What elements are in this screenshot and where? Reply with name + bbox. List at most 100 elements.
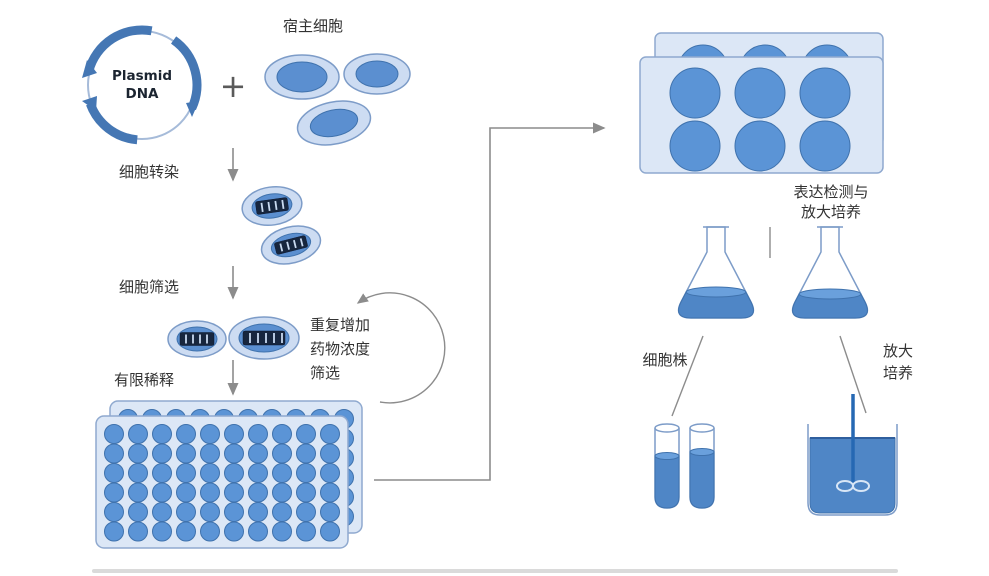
- dna-ladder-icon: [255, 197, 289, 215]
- bioreactor-icon: [807, 394, 898, 516]
- liquid-surface: [798, 288, 862, 300]
- plasmid-arc-arrowhead: [82, 96, 97, 111]
- plus-sign: +: [220, 67, 247, 105]
- plasmid-arc-arrowhead: [82, 60, 97, 78]
- well: [200, 502, 220, 522]
- selected-cell-icon: [167, 320, 227, 358]
- label-screening: 细胞筛选: [119, 278, 179, 296]
- well: [224, 482, 244, 503]
- well: [320, 521, 340, 542]
- well: [248, 502, 268, 522]
- liquid-surface: [689, 448, 715, 456]
- host-cells-group: 宿主细胞: [264, 17, 411, 146]
- flow-line-to-scale-up: [839, 335, 867, 414]
- tube-liquid: [654, 455, 680, 509]
- plasmid-arc-segment: [170, 36, 202, 111]
- well-plate-6-icon: [639, 32, 884, 174]
- well: [320, 463, 340, 483]
- label-expression-line2: 放大培养: [801, 203, 861, 221]
- tube-rim: [689, 423, 715, 433]
- nucleus: [309, 108, 359, 138]
- test-tube-icon: [654, 423, 680, 509]
- well: [296, 482, 316, 503]
- plasmid-dna-icon: Plasmid DNA: [82, 25, 202, 145]
- well: [799, 67, 851, 119]
- well: [296, 443, 316, 464]
- well: [320, 502, 340, 522]
- well: [296, 463, 316, 483]
- plasmid-arc-arrowhead: [186, 101, 199, 117]
- well: [296, 521, 316, 542]
- well: [200, 463, 220, 483]
- label-limited-dilution: 有限稀释: [114, 371, 174, 389]
- well-plate-96-icon: [95, 400, 363, 549]
- liquid-surface: [654, 452, 680, 460]
- well: [128, 502, 148, 522]
- label-host-cells: 宿主细胞: [283, 17, 343, 35]
- label-repeat-line3: 筛选: [310, 364, 340, 382]
- impeller-icon: [852, 480, 870, 492]
- label-transfection: 细胞转染: [119, 163, 179, 181]
- loop-arrow-icon: [356, 292, 446, 404]
- well: [224, 463, 244, 483]
- well: [200, 521, 220, 542]
- well: [272, 443, 292, 464]
- well: [104, 482, 124, 503]
- well: [224, 502, 244, 522]
- well: [176, 463, 196, 483]
- test-tube-icon: [689, 423, 715, 509]
- well: [734, 67, 786, 119]
- well: [128, 482, 148, 503]
- well: [320, 443, 340, 464]
- well: [176, 521, 196, 542]
- well: [128, 463, 148, 483]
- nucleus: [276, 61, 328, 93]
- well: [272, 502, 292, 522]
- well: [296, 424, 316, 444]
- host-cell-icon: [343, 53, 411, 95]
- label-repeat-line1: 重复增加: [310, 316, 370, 334]
- label-cell-strain: 细胞株: [642, 351, 687, 369]
- selected-cells-group: [167, 316, 300, 360]
- well: [272, 463, 292, 483]
- label-expression-line1: 表达检测与: [793, 183, 868, 201]
- well: [104, 463, 124, 483]
- host-cell-icon: [296, 100, 372, 146]
- well: [152, 482, 172, 503]
- well: [734, 120, 786, 172]
- well: [320, 424, 340, 444]
- plate-front-wells: [669, 67, 851, 172]
- dna-ladder-icon: [179, 332, 215, 346]
- well: [296, 502, 316, 522]
- well: [272, 521, 292, 542]
- well: [176, 424, 196, 444]
- selected-cell-icon: [228, 316, 300, 360]
- well: [104, 502, 124, 522]
- well: [128, 443, 148, 464]
- well: [176, 443, 196, 464]
- well: [152, 443, 172, 464]
- well: [248, 424, 268, 444]
- well: [200, 443, 220, 464]
- plasmid-arc-segment: [84, 25, 153, 73]
- host-cell-icon: [264, 54, 340, 100]
- flask-liquid: [678, 291, 754, 319]
- plate-front-wells: [104, 424, 340, 542]
- flask-liquid: [792, 293, 868, 319]
- well: [104, 521, 124, 542]
- flow-line-to-cell-strain: [671, 335, 704, 417]
- page-edge-shadow: [92, 569, 898, 573]
- liquid-surface: [685, 286, 747, 298]
- well: [248, 443, 268, 464]
- label-repeat-line2: 药物浓度: [310, 340, 370, 358]
- well: [176, 482, 196, 503]
- tube-liquid: [689, 451, 715, 509]
- tube-rim: [654, 423, 680, 433]
- label-scale-up-line2: 培养: [883, 364, 913, 382]
- well: [104, 443, 124, 464]
- well: [224, 443, 244, 464]
- plasmid-label-line1: Plasmid: [112, 68, 172, 84]
- well: [799, 120, 851, 172]
